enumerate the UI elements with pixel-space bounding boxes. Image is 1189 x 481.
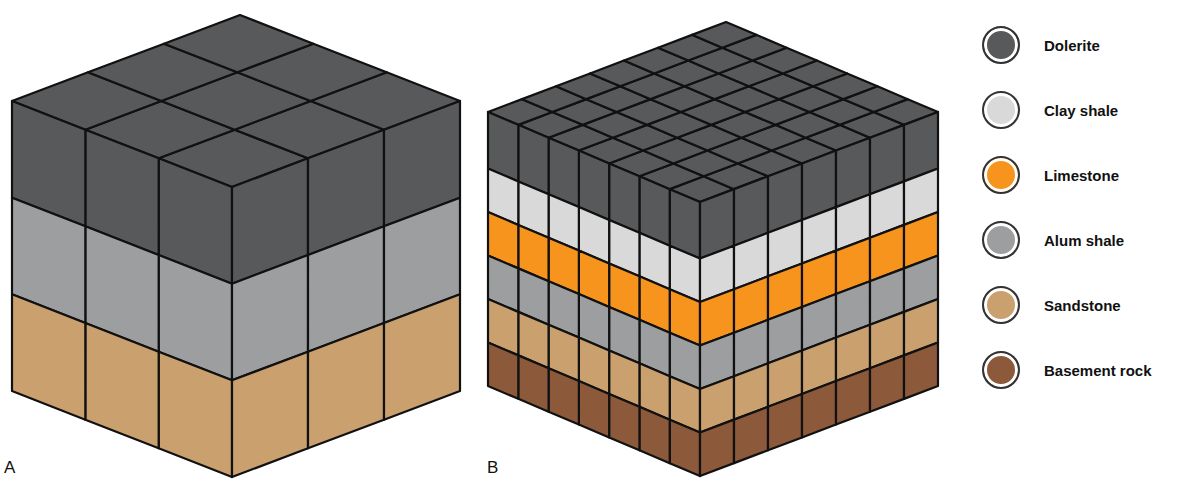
rock-block xyxy=(488,343,518,399)
legend-text: Limestone xyxy=(1044,167,1119,184)
legend-swatch xyxy=(982,286,1020,324)
rock-block xyxy=(232,352,308,477)
rock-block xyxy=(692,22,756,48)
legend-entry: Basement rock xyxy=(982,351,1152,389)
rock-block xyxy=(85,323,158,448)
legend-entry: Alum shale xyxy=(982,221,1124,259)
rock-block xyxy=(734,407,768,463)
rock-block xyxy=(579,381,609,437)
rock-block xyxy=(904,343,938,399)
rock-block xyxy=(549,368,579,424)
legend-entry: Sandstone xyxy=(982,286,1121,324)
legend-entry: Clay shale xyxy=(982,91,1118,129)
legend-text: Dolerite xyxy=(1044,37,1100,54)
legend-text: Basement rock xyxy=(1044,362,1152,379)
legend-swatch xyxy=(982,351,1020,389)
rock-block xyxy=(159,352,232,477)
rock-block xyxy=(768,394,802,450)
cube-b xyxy=(488,22,938,476)
rock-block xyxy=(609,394,639,450)
legend-text: Alum shale xyxy=(1044,232,1124,249)
rock-block xyxy=(12,294,85,419)
rock-block xyxy=(384,294,460,419)
rock-block xyxy=(670,420,700,476)
figure-label: A xyxy=(4,458,15,478)
legend-swatch xyxy=(982,221,1020,259)
legend-swatch xyxy=(982,156,1020,194)
legend-entry: Dolerite xyxy=(982,26,1100,64)
rock-block xyxy=(802,381,836,437)
cube-a xyxy=(12,15,460,477)
rock-block xyxy=(308,323,384,448)
rock-block xyxy=(518,355,548,411)
figure-label: B xyxy=(487,458,498,478)
legend-swatch xyxy=(982,91,1020,129)
rock-block xyxy=(639,407,669,463)
rock-block xyxy=(836,368,870,424)
legend-text: Clay shale xyxy=(1044,102,1118,119)
legend-swatch xyxy=(982,26,1020,64)
rock-block xyxy=(870,355,904,411)
rock-block xyxy=(700,420,734,476)
legend-entry: Limestone xyxy=(982,156,1119,194)
rock-block xyxy=(164,15,313,72)
legend-text: Sandstone xyxy=(1044,297,1121,314)
